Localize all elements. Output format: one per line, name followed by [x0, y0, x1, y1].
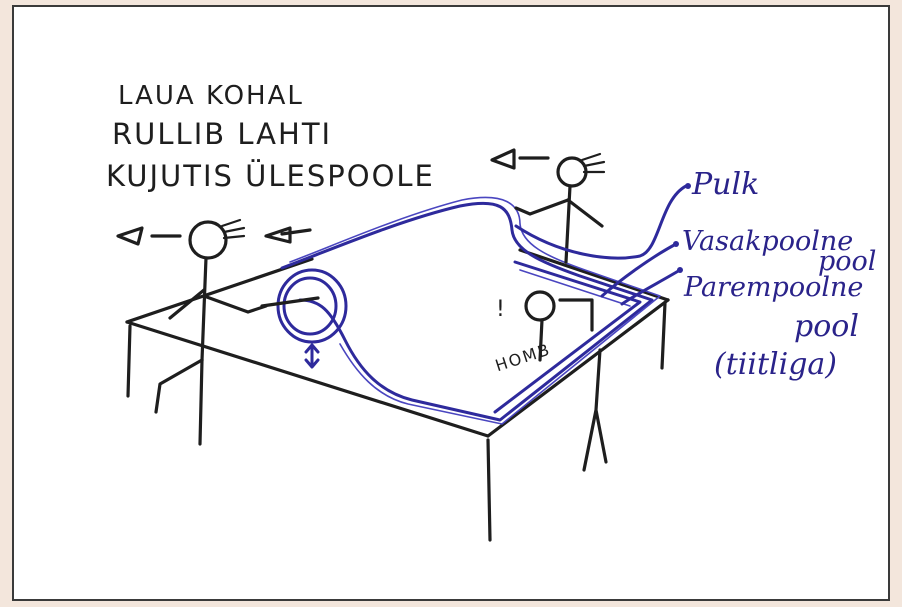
figure-left-leg-front — [200, 360, 202, 444]
label-parem-pool: pool — [794, 309, 859, 344]
dot-vasakpoolne — [673, 241, 679, 247]
table-leg-front — [488, 440, 490, 540]
figure-left-head — [190, 222, 226, 258]
label-pointers — [516, 183, 691, 304]
figure-front-head — [526, 292, 554, 320]
heading-line-1: LAUA KOHAL — [118, 81, 304, 111]
label-tiitliga: (tiitliga) — [714, 347, 837, 382]
figure-left-arrow-2 — [266, 228, 310, 242]
figure-left-arrow — [118, 228, 180, 244]
roll-up-down-arrow — [306, 345, 318, 367]
figure-back-arrow — [492, 150, 548, 168]
stick-figure-left — [118, 220, 310, 444]
dot-parempoolne — [677, 267, 683, 273]
label-pulk: Pulk — [691, 167, 759, 202]
figure-left-body — [202, 258, 206, 360]
stick-figure-back — [492, 150, 604, 262]
table-leg-right — [662, 303, 665, 368]
figure-left-arm-front — [204, 296, 266, 312]
table-front-left-edge — [127, 322, 488, 436]
labels: Pulk Vasakpoolne pool Parempoolne pool (… — [682, 167, 876, 382]
heading-line-3: KUJUTIS ÜLESPOOLE — [106, 159, 435, 193]
figure-back-head — [558, 158, 586, 186]
homb-label: HOMB — [493, 340, 553, 376]
figure-front-arm — [560, 300, 592, 330]
figure-back-arm-right — [568, 200, 602, 226]
dot-pulk — [685, 183, 691, 189]
pointer-pulk — [516, 186, 686, 258]
heading-line-2: RULLIB LAHTI — [112, 117, 332, 151]
heading: LAUA KOHAL RULLIB LAHTI KUJUTIS ÜLESPOOL… — [106, 81, 435, 193]
label-parempoolne: Parempoolne — [683, 272, 863, 303]
table-leg-left — [128, 326, 130, 396]
exclaim-mark: ! — [496, 297, 507, 322]
roll-inner — [284, 278, 336, 334]
figure-left-leg-back — [156, 360, 202, 412]
left-roll — [262, 270, 346, 367]
figure-back-arm-left — [516, 200, 568, 214]
figure-front-leg — [584, 350, 606, 470]
